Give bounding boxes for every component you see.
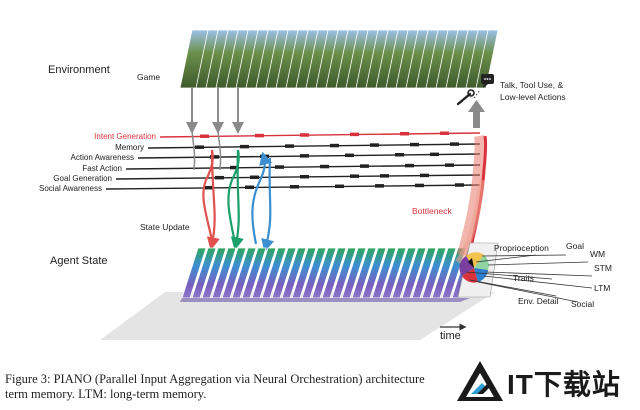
module-activation: [395, 152, 404, 157]
module-activation: [330, 143, 339, 148]
module-activation: [400, 132, 409, 136]
module-activation: [195, 145, 204, 149]
module-activation: [215, 175, 224, 180]
figure-caption: Figure 3: PIANO (Parallel Input Aggregat…: [5, 372, 445, 402]
module-activation: [415, 183, 424, 188]
bottleneck-flow: [455, 135, 488, 264]
watermark-text: IT下载站: [507, 369, 621, 400]
module-activation: [200, 134, 209, 138]
label-time: time: [440, 330, 461, 342]
module-label-goal-generation: Goal Generation: [53, 174, 112, 183]
caption-line-1: Figure 3: PIANO (Parallel Input Aggregat…: [5, 372, 425, 386]
module-activation: [205, 185, 214, 190]
module-activation: [380, 174, 389, 178]
game-frame: [179, 29, 209, 89]
state-label-env-detail: Env. Detail: [518, 296, 559, 306]
module-activation: [260, 154, 269, 159]
module-activation: [250, 175, 259, 180]
state-label-stm: STM: [594, 263, 612, 273]
module-line: [125, 164, 481, 170]
label-game: Game: [137, 72, 161, 82]
state-update-arrow-green-down: [230, 149, 244, 251]
module-activation: [240, 144, 249, 149]
ground-plane: [100, 292, 495, 340]
watermark: IT下载站: [455, 357, 635, 405]
section-environment: Environment: [48, 64, 110, 76]
module-activation: [410, 142, 419, 147]
module-lines: [105, 131, 481, 190]
module-line: [159, 132, 481, 138]
module-label-memory: Memory: [115, 143, 144, 152]
module-activation: [445, 163, 454, 167]
state-label-traits: Traits: [513, 273, 534, 283]
module-activation: [430, 152, 439, 157]
module-line: [115, 174, 481, 180]
state-label-social: Social: [571, 299, 595, 309]
label-actions-line2: Low-level Actions: [500, 92, 566, 102]
module-activation: [350, 174, 359, 178]
state-update-arrow-blue-down: [261, 157, 275, 253]
section-agent-state: Agent State: [50, 255, 108, 267]
watermark-logo-icon: [457, 361, 503, 401]
caption-line-2: term memory. LTM: long-term memory.: [5, 387, 207, 401]
module-activation: [245, 185, 254, 190]
module-label-fast-action: Fast Action: [82, 164, 122, 173]
state-label-goal: Goal: [566, 241, 584, 251]
module-activation: [275, 165, 284, 169]
state-label-wm: WM: [590, 249, 606, 259]
module-activation: [350, 132, 359, 137]
module-label-intent-generation: Intent Generation: [94, 132, 156, 141]
label-actions-line1: Talk, Tool Use, &: [500, 80, 564, 90]
module-activation: [455, 183, 464, 187]
module-activation: [300, 174, 309, 179]
module-activation: [375, 184, 384, 188]
state-update-arrow-red-down: [206, 149, 220, 251]
module-activation: [300, 133, 309, 137]
module-activation: [285, 144, 294, 148]
agent-state-slabs: [180, 247, 477, 302]
module-label-social-awareness: Social Awareness: [39, 184, 102, 193]
label-bottleneck: Bottleneck: [412, 206, 452, 216]
module-activation: [405, 163, 414, 168]
output-arrow: [468, 100, 485, 128]
state-label-proprioception: Proprioception: [494, 243, 549, 253]
module-activation: [440, 131, 449, 135]
state-update-arrow-blue: [251, 151, 273, 245]
wrench-icon: [456, 89, 475, 106]
module-activation: [230, 165, 239, 170]
module-activation: [290, 185, 299, 189]
speech-bubble-icon: [481, 74, 494, 88]
module-activation: [300, 154, 309, 158]
label-state-update: State Update: [140, 222, 190, 232]
game-frames: [179, 29, 499, 89]
pie-leader-lines: [465, 254, 593, 303]
module-activation: [345, 153, 354, 158]
module-activation: [210, 155, 219, 159]
module-activation: [370, 143, 379, 147]
module-activation: [335, 184, 344, 189]
module-activation: [255, 133, 264, 138]
state-update-arrows: [191, 127, 275, 253]
module-activation: [360, 164, 369, 168]
module-activation: [320, 164, 329, 169]
module-label-action-awareness: Action Awareness: [70, 153, 134, 162]
environment-input-arrows: [186, 88, 244, 134]
action-dotted-link: [473, 89, 481, 99]
module-activation: [450, 142, 459, 146]
module-activation: [420, 173, 429, 178]
state-label-ltm: LTM: [594, 283, 611, 293]
